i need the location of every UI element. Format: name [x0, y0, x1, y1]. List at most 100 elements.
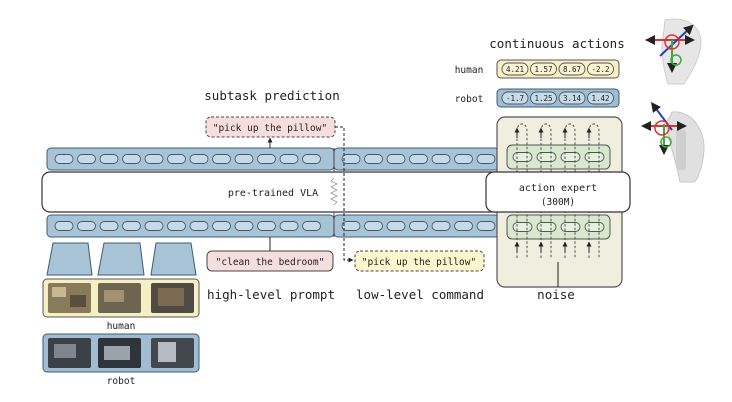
human-image-2-detail [104, 290, 124, 302]
flow-loop-1 [516, 123, 528, 258]
expert-bottom-token-2 [536, 222, 557, 232]
human-image-3-detail [158, 288, 184, 306]
predicted-subtask-text: "pick up the pillow" [213, 123, 327, 134]
human-action-pill-2 [530, 62, 557, 76]
high-level-prompt-text: "clean the bedroom" [216, 257, 325, 268]
robot-action-pill-4 [587, 91, 614, 105]
low-level-command-text: "pick up the pillow" [362, 257, 476, 268]
top-token-3 [99, 154, 119, 164]
continuous-actions-label: continuous actions [489, 36, 624, 51]
expert-bottom-token-1 [512, 222, 533, 232]
bottom-token-group [54, 221, 496, 231]
expert-top-token-2 [536, 152, 557, 162]
bottom-token-4 [122, 221, 141, 231]
top-token-19 [476, 154, 496, 164]
bottom-token-5 [144, 221, 164, 231]
bottom-token-13 [341, 221, 361, 231]
flow-loop-3 [564, 123, 576, 258]
subtask-prediction-label: subtask prediction [204, 88, 339, 103]
top-token-6 [167, 154, 186, 164]
top-token-15 [386, 154, 406, 164]
subtask-to-command-dashed [335, 126, 354, 263]
bottom-token-18 [454, 221, 473, 231]
human-actions-label: human [455, 65, 484, 76]
human-actions-row [496, 59, 620, 79]
human-action-values: 4.21 1.57 8.67 -2.2 [501, 62, 614, 76]
human-action-pill-4 [587, 62, 614, 76]
low-level-command-label: low-level command [356, 287, 484, 302]
human-images-caption: human [107, 321, 136, 332]
top-token-12 [302, 154, 321, 164]
robot-images-caption: robot [107, 376, 136, 387]
top-token-13 [341, 154, 361, 164]
action-expert-bottom-tokens [506, 214, 611, 240]
bottom-token-2 [77, 221, 96, 231]
top-token-group [54, 154, 496, 164]
bottom-token-7 [189, 221, 209, 231]
human-action-value-2: 1.57 [534, 65, 552, 74]
bottom-token-1 [54, 221, 74, 231]
robot-action-value-3: 3.14 [563, 94, 582, 103]
image-encoder-2 [97, 242, 145, 276]
bottom-token-19 [476, 221, 496, 231]
human-action-value-4: -2.2 [591, 65, 609, 74]
bottom-token-10 [257, 221, 276, 231]
human-hand-pose-icon [645, 18, 702, 85]
top-token-16 [409, 154, 428, 164]
robot-image-2-detail [104, 346, 130, 360]
bottom-token-3 [99, 221, 119, 231]
bottom-token-8 [212, 221, 231, 231]
action-expert-size: (300M) [541, 197, 575, 208]
bottom-token-9 [234, 221, 254, 231]
action-expert-top-tokens [506, 144, 611, 170]
robot-image-3-detail [158, 342, 176, 362]
top-token-4 [122, 154, 141, 164]
top-token-17 [431, 154, 451, 164]
noise-label: noise [537, 287, 575, 302]
bottom-token-11 [279, 221, 299, 231]
human-action-pill-1 [501, 62, 529, 76]
bottom-token-14 [364, 221, 383, 231]
human-image-1-detail [52, 287, 66, 297]
top-token-5 [144, 154, 164, 164]
robot-action-pill-2 [530, 91, 557, 105]
bottom-token-12 [302, 221, 321, 231]
image-encoder-1 [46, 242, 93, 276]
human-image-1-detail-b [70, 295, 86, 307]
top-token-11 [279, 154, 299, 164]
top-token-9 [234, 154, 254, 164]
top-token-18 [454, 154, 473, 164]
high-level-prompt-label: high-level prompt [207, 287, 335, 302]
expert-token-group [512, 152, 605, 232]
action-expert-label: action expert [519, 183, 597, 194]
human-action-pill-3 [558, 62, 586, 76]
bottom-token-16 [409, 221, 428, 231]
robot-actions-label: robot [455, 94, 484, 105]
high-level-prompt-box [206, 250, 334, 272]
robot-action-pill-1 [501, 91, 529, 105]
human-action-value-3: 8.67 [563, 65, 581, 74]
expert-top-token-3 [560, 152, 581, 162]
expert-top-token-4 [584, 152, 605, 162]
robot-action-value-4: 1.42 [591, 94, 609, 103]
image-encoder-3 [150, 242, 197, 276]
bottom-token-15 [386, 221, 406, 231]
top-token-8 [212, 154, 231, 164]
low-level-command-box [354, 250, 485, 272]
top-token-2 [77, 154, 96, 164]
flow-loop-2 [540, 123, 552, 258]
top-token-10 [257, 154, 276, 164]
robot-gripper-pose-icon [641, 102, 705, 183]
robot-image-1-detail [54, 344, 76, 358]
bottom-token-6 [167, 221, 186, 231]
human-action-value-1: 4.21 [506, 65, 524, 74]
expert-bottom-token-4 [584, 222, 605, 232]
top-token-1 [54, 154, 74, 164]
flow-loop-4 [588, 123, 600, 258]
action-expert-box [485, 171, 631, 213]
robot-action-value-2: 1.25 [534, 94, 552, 103]
robot-actions-row [496, 88, 620, 108]
pretrained-vla-label: pre-trained VLA [228, 188, 318, 199]
